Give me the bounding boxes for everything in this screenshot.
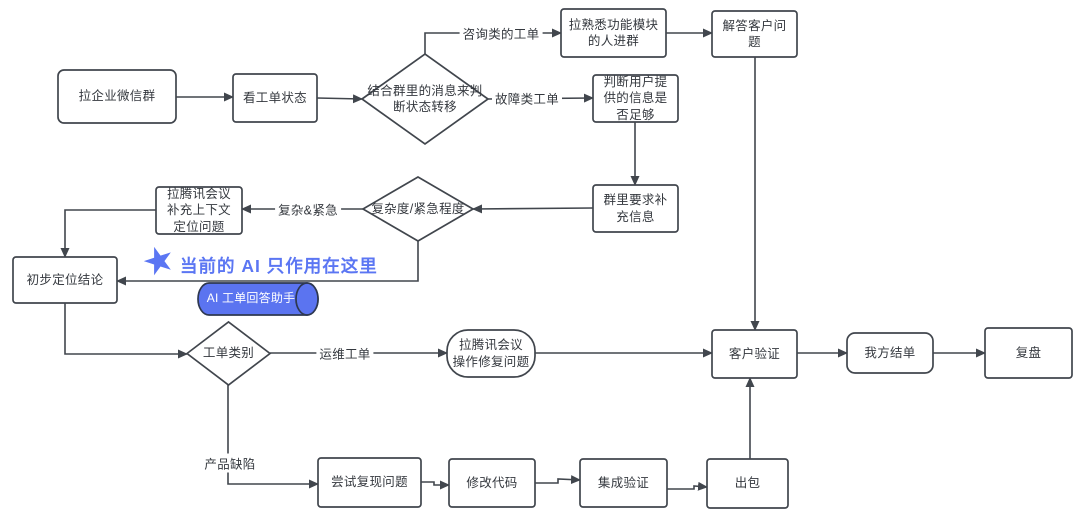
nodes-layer — [12, 8, 1073, 509]
edge-conclusion-to-category — [64, 303, 188, 359]
annotation-text: 当前的 AI 只作用在这里 — [180, 256, 378, 276]
flow-node-answer-customer-question[interactable] — [711, 10, 798, 58]
flow-node-release-package[interactable] — [706, 458, 789, 509]
flow-node-our-side-close[interactable] — [846, 332, 934, 374]
flow-node-modify-code[interactable] — [448, 458, 536, 508]
flow-node-judge-status-transition[interactable] — [360, 52, 490, 146]
edge-modify-to-integration — [535, 475, 581, 485]
flow-node-meeting-fix-problem[interactable] — [446, 329, 536, 378]
flow-node-invite-module-expert[interactable] — [560, 8, 667, 58]
flow-node-judge-info-sufficient[interactable] — [592, 74, 679, 123]
flow-node-review[interactable] — [984, 327, 1073, 379]
flow-node-ask-supplement-info[interactable] — [592, 184, 679, 233]
flow-node-ai-ticket-assistant[interactable] — [197, 282, 319, 316]
flow-node-meeting-locate-problem[interactable] — [155, 186, 243, 235]
edge-integration-to-release — [667, 481, 708, 491]
edge-reproduce-to-modify — [421, 480, 450, 490]
flow-node-complexity-urgency[interactable] — [361, 176, 475, 242]
flow-node-pull-wecom-group[interactable] — [57, 69, 177, 124]
edge-meeting-to-conclusion — [60, 209, 156, 258]
edge-judge-to-info — [487, 93, 594, 103]
flow-node-check-ticket-status[interactable] — [232, 73, 318, 123]
edge-ask-to-complexity — [472, 204, 594, 214]
edge-status-to-judge — [316, 94, 363, 104]
edge-complexity-to-conclusion — [116, 241, 419, 286]
flow-node-try-reproduce[interactable] — [317, 457, 422, 508]
flow-node-preliminary-conclusion[interactable] — [12, 256, 118, 304]
flow-node-integration-verify[interactable] — [579, 458, 668, 508]
edge-judge-to-expert — [424, 28, 562, 54]
flow-node-ticket-category[interactable] — [185, 320, 272, 387]
flow-node-customer-verify[interactable] — [711, 329, 798, 379]
edge-category-to-reproduce — [227, 385, 319, 489]
